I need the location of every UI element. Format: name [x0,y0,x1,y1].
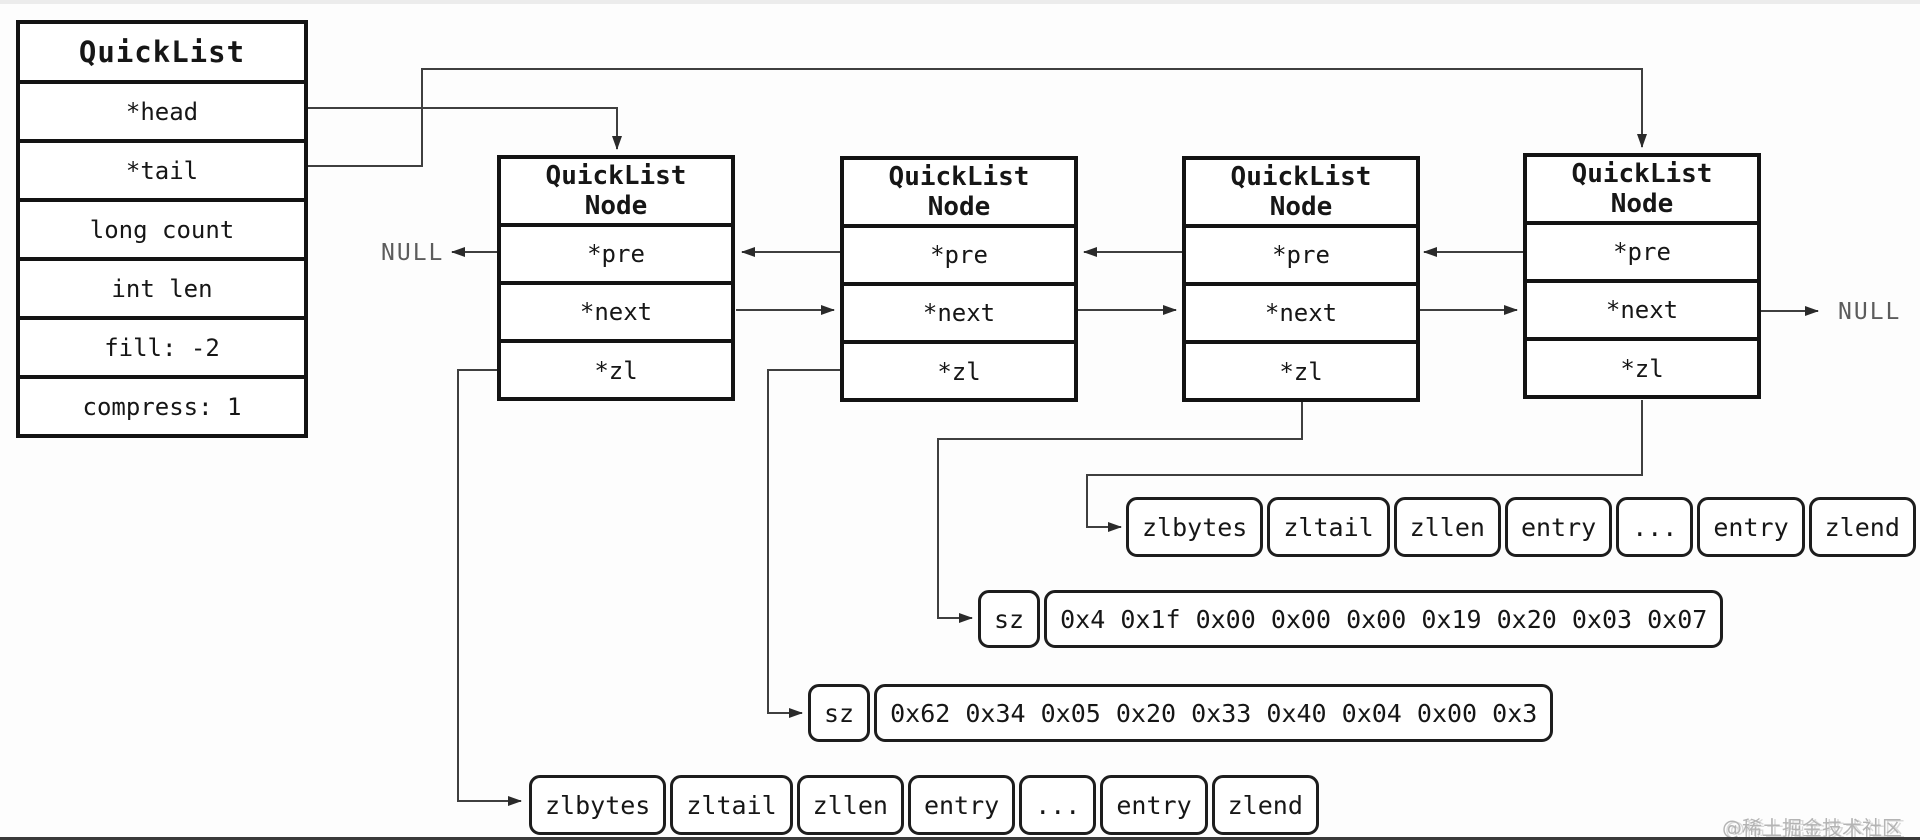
ziplist-cell-zlbytes: zlbytes [1126,497,1264,557]
ziplist-layout-row-bottom: zlbytes zltail zllen entry ... entry zle… [529,775,1319,835]
tail-pointer-arrow [308,68,1647,167]
node3-field-pre: *pre [1186,228,1416,286]
node-title-line2: Node [927,192,991,222]
node4-field-next: *next [1527,283,1757,341]
quicklist-field-head: *head [20,80,304,139]
ziplist-cell-ellipsis: ... [1019,775,1097,835]
ziplist-cell-zllen: zllen [796,775,904,835]
ziplist-cell-entry: entry [1100,775,1208,835]
sz-label: sz [978,590,1041,648]
node1-field-zl: *zl [594,357,638,385]
quicklist-field-fill: fill: -2 [20,316,304,375]
node-title-line2: Node [1269,192,1333,222]
node1-field-next: *next [501,285,731,343]
node-title-line2: Node [584,191,648,221]
node2-title: QuickList Node [844,160,1074,228]
quicklist-node-2: QuickList Node *pre *next *zl [840,156,1078,402]
ziplist-cell-entry: entry [907,775,1016,835]
node4-title: QuickList Node [1527,157,1757,225]
node-title-line2: Node [1610,189,1674,219]
ziplist-bytes-row-1: sz 0x4 0x1f 0x00 0x00 0x00 0x19 0x20 0x0… [978,590,1724,648]
bottom-progress-bar [0,837,1920,840]
node-title-line1: QuickList [888,162,1030,192]
node-title-line1: QuickList [545,161,687,191]
ziplist-cell-zlend: zlend [1808,497,1916,557]
quicklist-title: QuickList [78,35,246,69]
sz-bytes: 0x62 0x34 0x05 0x20 0x33 0x40 0x04 0x00 … [874,684,1554,742]
quicklist-field-count: long count [20,198,304,257]
node3-title: QuickList Node [1186,160,1416,228]
ziplist-cell-zlend: zlend [1211,775,1319,835]
node2-field-zl: *zl [937,358,981,386]
sz-bytes: 0x4 0x1f 0x00 0x00 0x00 0x19 0x20 0x03 0… [1044,590,1724,648]
ziplist-layout-row-top: zlbytes zltail zllen entry ... entry zle… [1126,497,1916,557]
ziplist-cell-zlbytes: zlbytes [529,775,667,835]
node1-title: QuickList Node [501,159,731,227]
node4-field-pre: *pre [1527,225,1757,283]
node4-field-zl: *zl [1620,355,1664,383]
node1-zl-arrow [457,369,522,806]
node-title-line1: QuickList [1571,159,1713,189]
watermark-text: @稀土掘金技术社区 [1722,816,1902,840]
sz-label: sz [808,684,871,742]
quicklist-node-1: QuickList Node *pre *next *zl [497,155,735,401]
node3-field-zl: *zl [1279,358,1323,386]
ziplist-cell-zltail: zltail [1267,497,1390,557]
node3-field-next: *next [1186,286,1416,344]
null-label-left: NULL [381,240,445,266]
ziplist-cell-zllen: zllen [1393,497,1501,557]
node-title-line1: QuickList [1230,162,1372,192]
null-label-right: NULL [1838,299,1902,325]
ziplist-cell-entry: entry [1504,497,1613,557]
node2-field-pre: *pre [844,228,1074,286]
quicklist-field-len: int len [20,257,304,316]
ziplist-cell-ellipsis: ... [1616,497,1694,557]
node2-field-next: *next [844,286,1074,344]
quicklist-node-3: QuickList Node *pre *next *zl [1182,156,1420,402]
quicklist-node-4: QuickList Node *pre *next *zl [1523,153,1761,399]
ziplist-cell-zltail: zltail [670,775,793,835]
ziplist-cell-entry: entry [1697,497,1805,557]
quicklist-field-tail: *tail [20,139,304,198]
quicklist-struct-box: QuickList *head *tail long count int len… [16,20,308,438]
node2-zl-arrow [767,369,840,718]
node1-field-pre: *pre [501,227,731,285]
ziplist-bytes-row-2: sz 0x62 0x34 0x05 0x20 0x33 0x40 0x04 0x… [808,684,1554,742]
quicklist-field-compress: compress: 1 [20,375,304,434]
head-pointer-arrow [308,107,622,150]
